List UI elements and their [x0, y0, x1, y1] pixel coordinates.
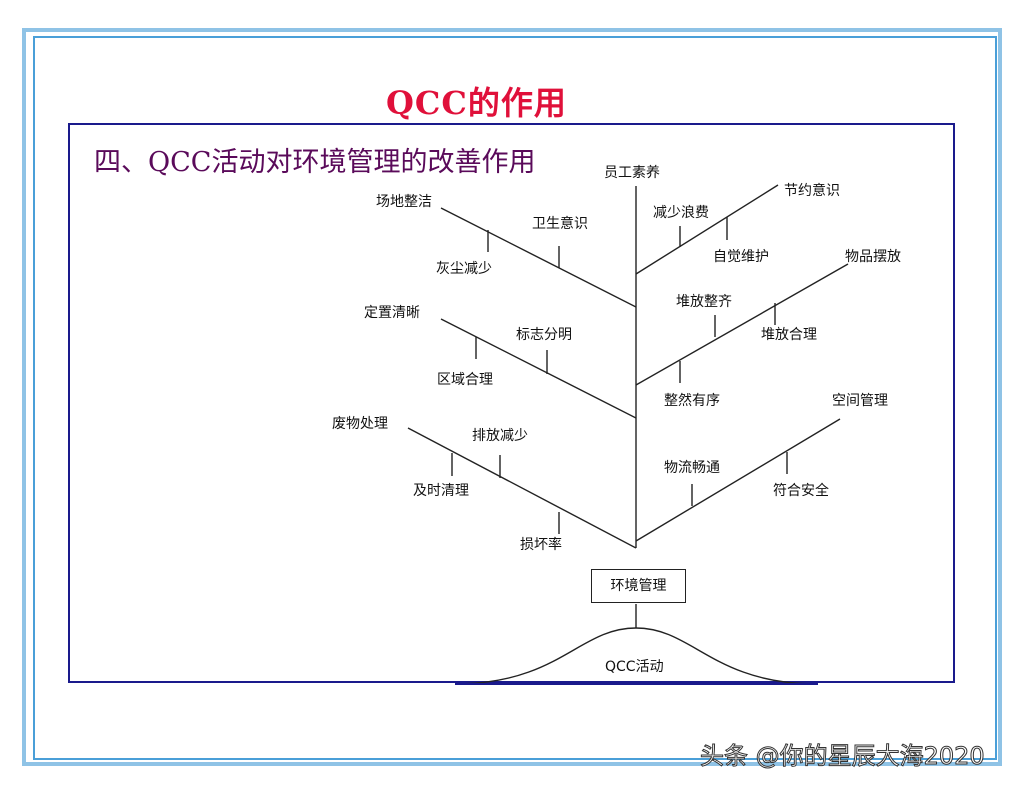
watermark: 头条 @你的星辰大海2020 — [700, 742, 986, 771]
base-label: QCC活动 — [605, 659, 664, 675]
label-left2-main: 定置清晰 — [364, 305, 420, 321]
label-left1-sub1: 卫生意识 — [532, 216, 588, 232]
outer-frame — [22, 28, 1002, 766]
branch-right-3 — [635, 418, 841, 542]
label-right3-sub1: 物流畅通 — [664, 460, 720, 476]
root-box: 环境管理 — [591, 569, 686, 603]
inner-frame — [33, 36, 997, 760]
label-right2-sub2: 堆放合理 — [761, 327, 817, 343]
bell-curve — [459, 627, 813, 685]
branch-left-3 — [407, 427, 637, 549]
label-left3-sub1: 排放减少 — [472, 428, 528, 444]
label-right2-sub1: 堆放整齐 — [676, 294, 732, 310]
label-right1-main: 节约意识 — [784, 183, 840, 199]
label-right1-sub2: 自觉维护 — [713, 249, 769, 265]
branch-right-1 — [635, 184, 779, 275]
label-left2-sub1: 标志分明 — [516, 327, 572, 343]
label-top: 员工素养 — [604, 165, 660, 181]
branch-right-2 — [635, 263, 849, 386]
branch-left-1 — [440, 207, 637, 308]
label-left1-main: 场地整洁 — [376, 194, 432, 210]
branch-left-2 — [440, 318, 637, 419]
slide-title: QCC的作用 — [386, 84, 567, 122]
label-right1-sub1: 减少浪费 — [653, 205, 709, 221]
label-left3-sub2: 及时清理 — [413, 483, 469, 499]
diagram-panel — [68, 123, 955, 683]
diagram-subtitle: 四、QCC活动对环境管理的改善作用 — [94, 147, 536, 178]
label-left2-sub2: 区域合理 — [437, 372, 493, 388]
label-left1-sub2: 灰尘减少 — [436, 261, 492, 277]
label-right2-main: 物品摆放 — [845, 249, 901, 265]
label-right3-main: 空间管理 — [832, 393, 888, 409]
label-left3-main: 废物处理 — [332, 416, 388, 432]
label-left3-sub3: 损坏率 — [520, 537, 562, 553]
label-right2-sub3: 整然有序 — [664, 393, 720, 409]
label-right3-sub2: 符合安全 — [773, 483, 829, 499]
